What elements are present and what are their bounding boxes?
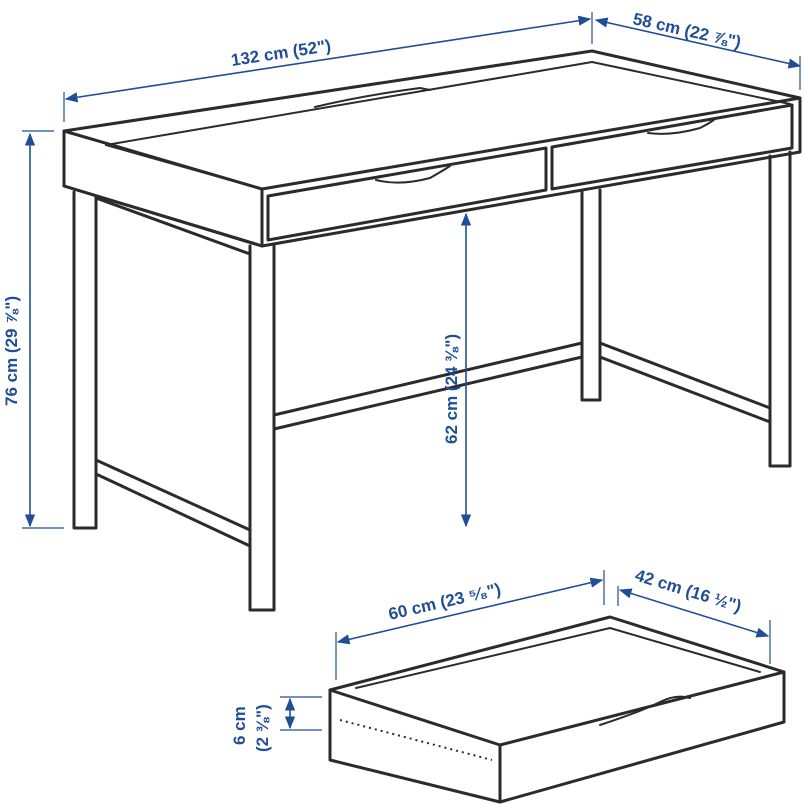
width-label: 132 cm (52") (230, 36, 332, 70)
drawer-inner-rim (355, 627, 761, 689)
desk-side-apron (62, 184, 264, 248)
drawer-handle-left (375, 165, 451, 184)
desk-side-rail-right (598, 341, 772, 424)
width-dimension-line (64, 15, 592, 103)
drawer-bottom-dashed (339, 719, 493, 761)
dimension-lines (22, 12, 802, 731)
drawer-front-right (550, 103, 794, 191)
drawer-illustration (328, 615, 786, 804)
desk-leg-front-left (248, 244, 276, 612)
drawer-depth-label: 42 cm (16 ½") (633, 566, 744, 616)
height-label: 76 cm (29 ⅞") (2, 296, 21, 406)
desk-leg-back-right (580, 188, 602, 402)
desk-leg-back-left (72, 190, 98, 530)
desk-top-lip (105, 61, 791, 146)
drawer-front-left (266, 146, 548, 242)
clearance-label: 62 cm (24 ⅜") (442, 334, 461, 444)
desk-leg-front-right (768, 150, 792, 468)
depth-label: 58 cm (22 ⅞") (631, 9, 743, 52)
drawer-handle-right (647, 117, 717, 135)
drawer-depth-dimension-line (618, 588, 770, 638)
desk-rear-rail (272, 341, 584, 431)
desk-side-rail-left (94, 458, 252, 548)
drawer-handle-cutout (599, 695, 691, 726)
drawer-box-front (328, 670, 786, 804)
drawer-height-in-label: (2 ⅜") (253, 704, 272, 752)
desk-left-top-rail (94, 196, 252, 256)
drawer-box-top (328, 615, 786, 747)
desk-illustration (62, 49, 802, 612)
desk-top-lip-side (105, 144, 263, 190)
depth-dimension-line (594, 17, 802, 69)
desk-top-front-edge (62, 96, 802, 248)
drawer-height-cm-label: 6 cm (230, 706, 249, 745)
drawer-width-dimension-line (336, 577, 604, 645)
